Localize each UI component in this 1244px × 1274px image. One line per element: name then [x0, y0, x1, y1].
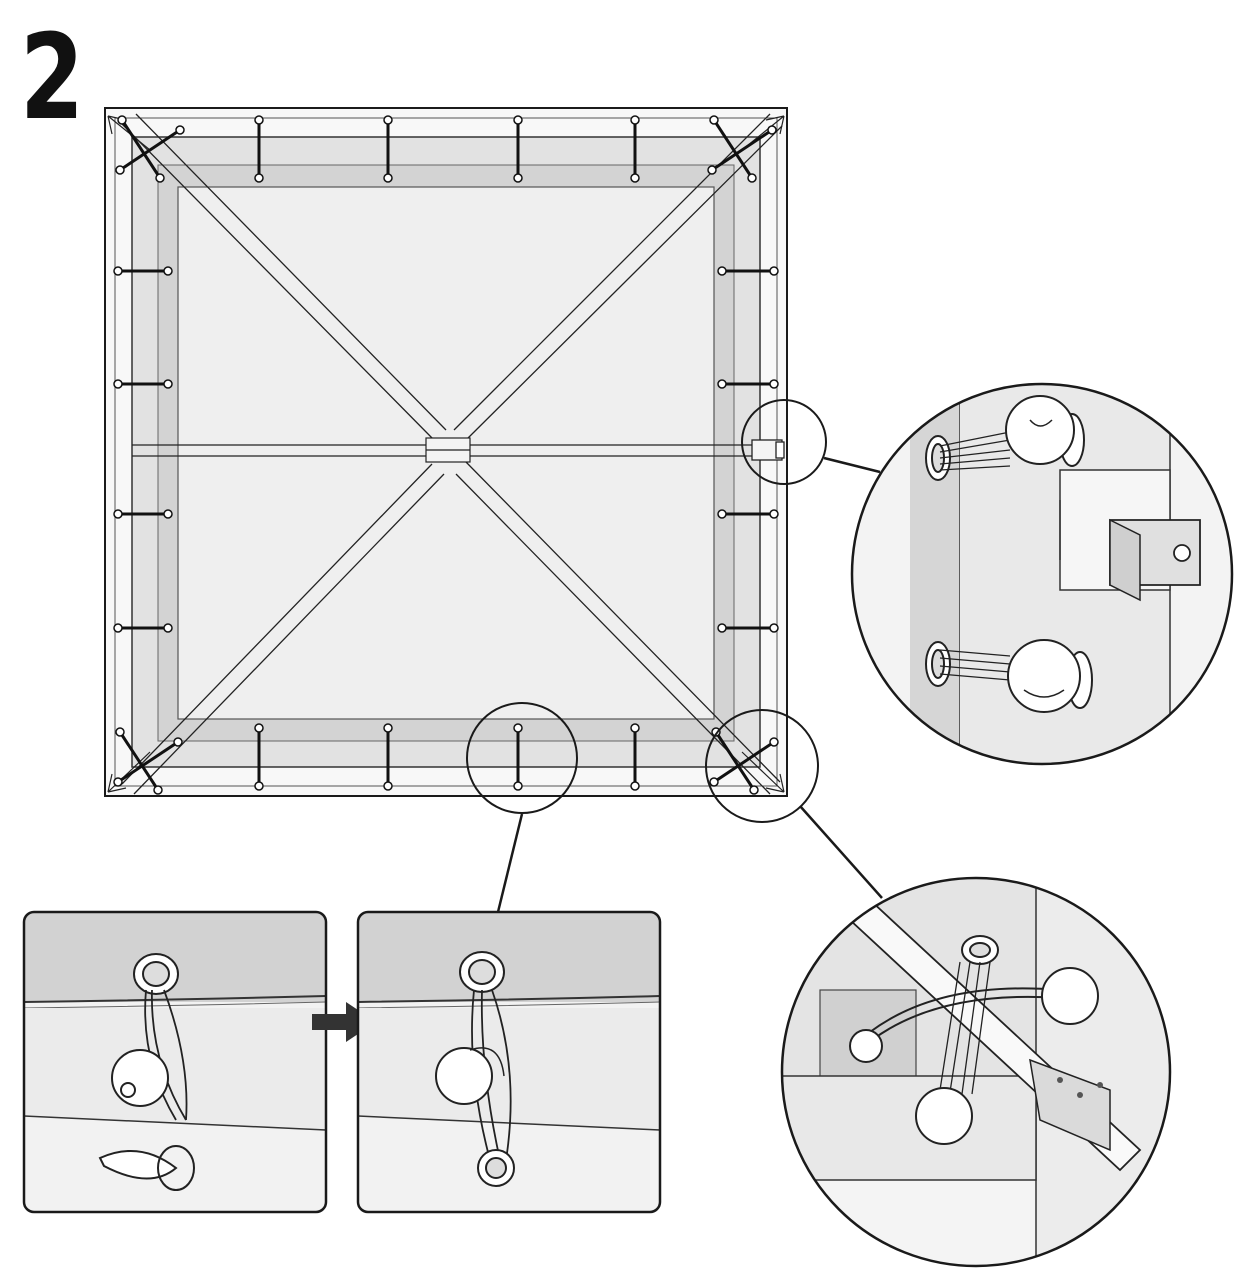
- grommet: [630, 115, 640, 125]
- magnifier-callout-icon: [466, 702, 578, 814]
- grommet: [717, 509, 727, 519]
- bungee-tie: [712, 119, 754, 179]
- grommet: [254, 781, 264, 791]
- bungee-tie: [713, 740, 775, 784]
- magnifier-callout-icon: [780, 876, 1172, 1268]
- grommet: [175, 125, 185, 135]
- magnifier-callout-icon: [705, 709, 819, 823]
- grommet: [113, 379, 123, 389]
- grommet: [769, 509, 779, 519]
- grommet: [769, 737, 779, 747]
- grommet: [113, 777, 123, 787]
- grommet: [513, 173, 523, 183]
- grommet: [163, 379, 173, 389]
- bungee-tie: [120, 119, 162, 179]
- magnifier-callout-icon: [741, 399, 827, 485]
- grommet: [630, 173, 640, 183]
- grommet: [383, 781, 393, 791]
- grommet: [707, 165, 717, 175]
- grommet: [153, 785, 163, 795]
- grommet: [769, 623, 779, 633]
- grommet: [155, 173, 165, 183]
- grommet: [163, 266, 173, 276]
- tie-step-panel-before: [22, 910, 328, 1214]
- grommet: [254, 115, 264, 125]
- grommet: [115, 727, 125, 737]
- diagonal-poles: [121, 113, 783, 795]
- grommet: [513, 115, 523, 125]
- grommet: [383, 115, 393, 125]
- grommet: [513, 781, 523, 791]
- magnifier-callout-icon: [850, 382, 1234, 766]
- grommet: [383, 723, 393, 733]
- grommet: [113, 509, 123, 519]
- grommet: [115, 165, 125, 175]
- grommet: [767, 125, 777, 135]
- grommet: [630, 723, 640, 733]
- grommet: [173, 737, 183, 747]
- grommet: [717, 379, 727, 389]
- grommet: [749, 785, 759, 795]
- grommet: [163, 623, 173, 633]
- bungee-tie: [118, 731, 160, 791]
- bungee-tie: [711, 128, 773, 172]
- grommet: [163, 509, 173, 519]
- grommet: [717, 623, 727, 633]
- grommet: [769, 266, 779, 276]
- grommet: [709, 777, 719, 787]
- detail-corner: [780, 876, 1172, 1268]
- grommet: [383, 173, 393, 183]
- grommet: [254, 173, 264, 183]
- tie-step-panel-after: [356, 910, 662, 1214]
- step-number: 2: [20, 8, 84, 146]
- grommet: [113, 266, 123, 276]
- grommet: [709, 115, 719, 125]
- bungee-ties: [113, 115, 779, 795]
- grommet: [117, 115, 127, 125]
- center-hub: [425, 437, 471, 463]
- callout-lines: [496, 456, 883, 913]
- grommet: [630, 781, 640, 791]
- grommet: [254, 723, 264, 733]
- grommet: [717, 266, 727, 276]
- bungee-tie: [714, 731, 756, 791]
- zoom-markers: [466, 399, 827, 823]
- bungee-tie: [119, 128, 181, 172]
- detail-side-bracket: [850, 382, 1234, 766]
- grommet: [769, 379, 779, 389]
- grommet: [113, 623, 123, 633]
- canopy-top-view: [104, 107, 883, 913]
- corner-arrows: [107, 115, 785, 793]
- grommet: [747, 173, 757, 183]
- grommet: [513, 723, 523, 733]
- bungee-tie: [117, 740, 179, 784]
